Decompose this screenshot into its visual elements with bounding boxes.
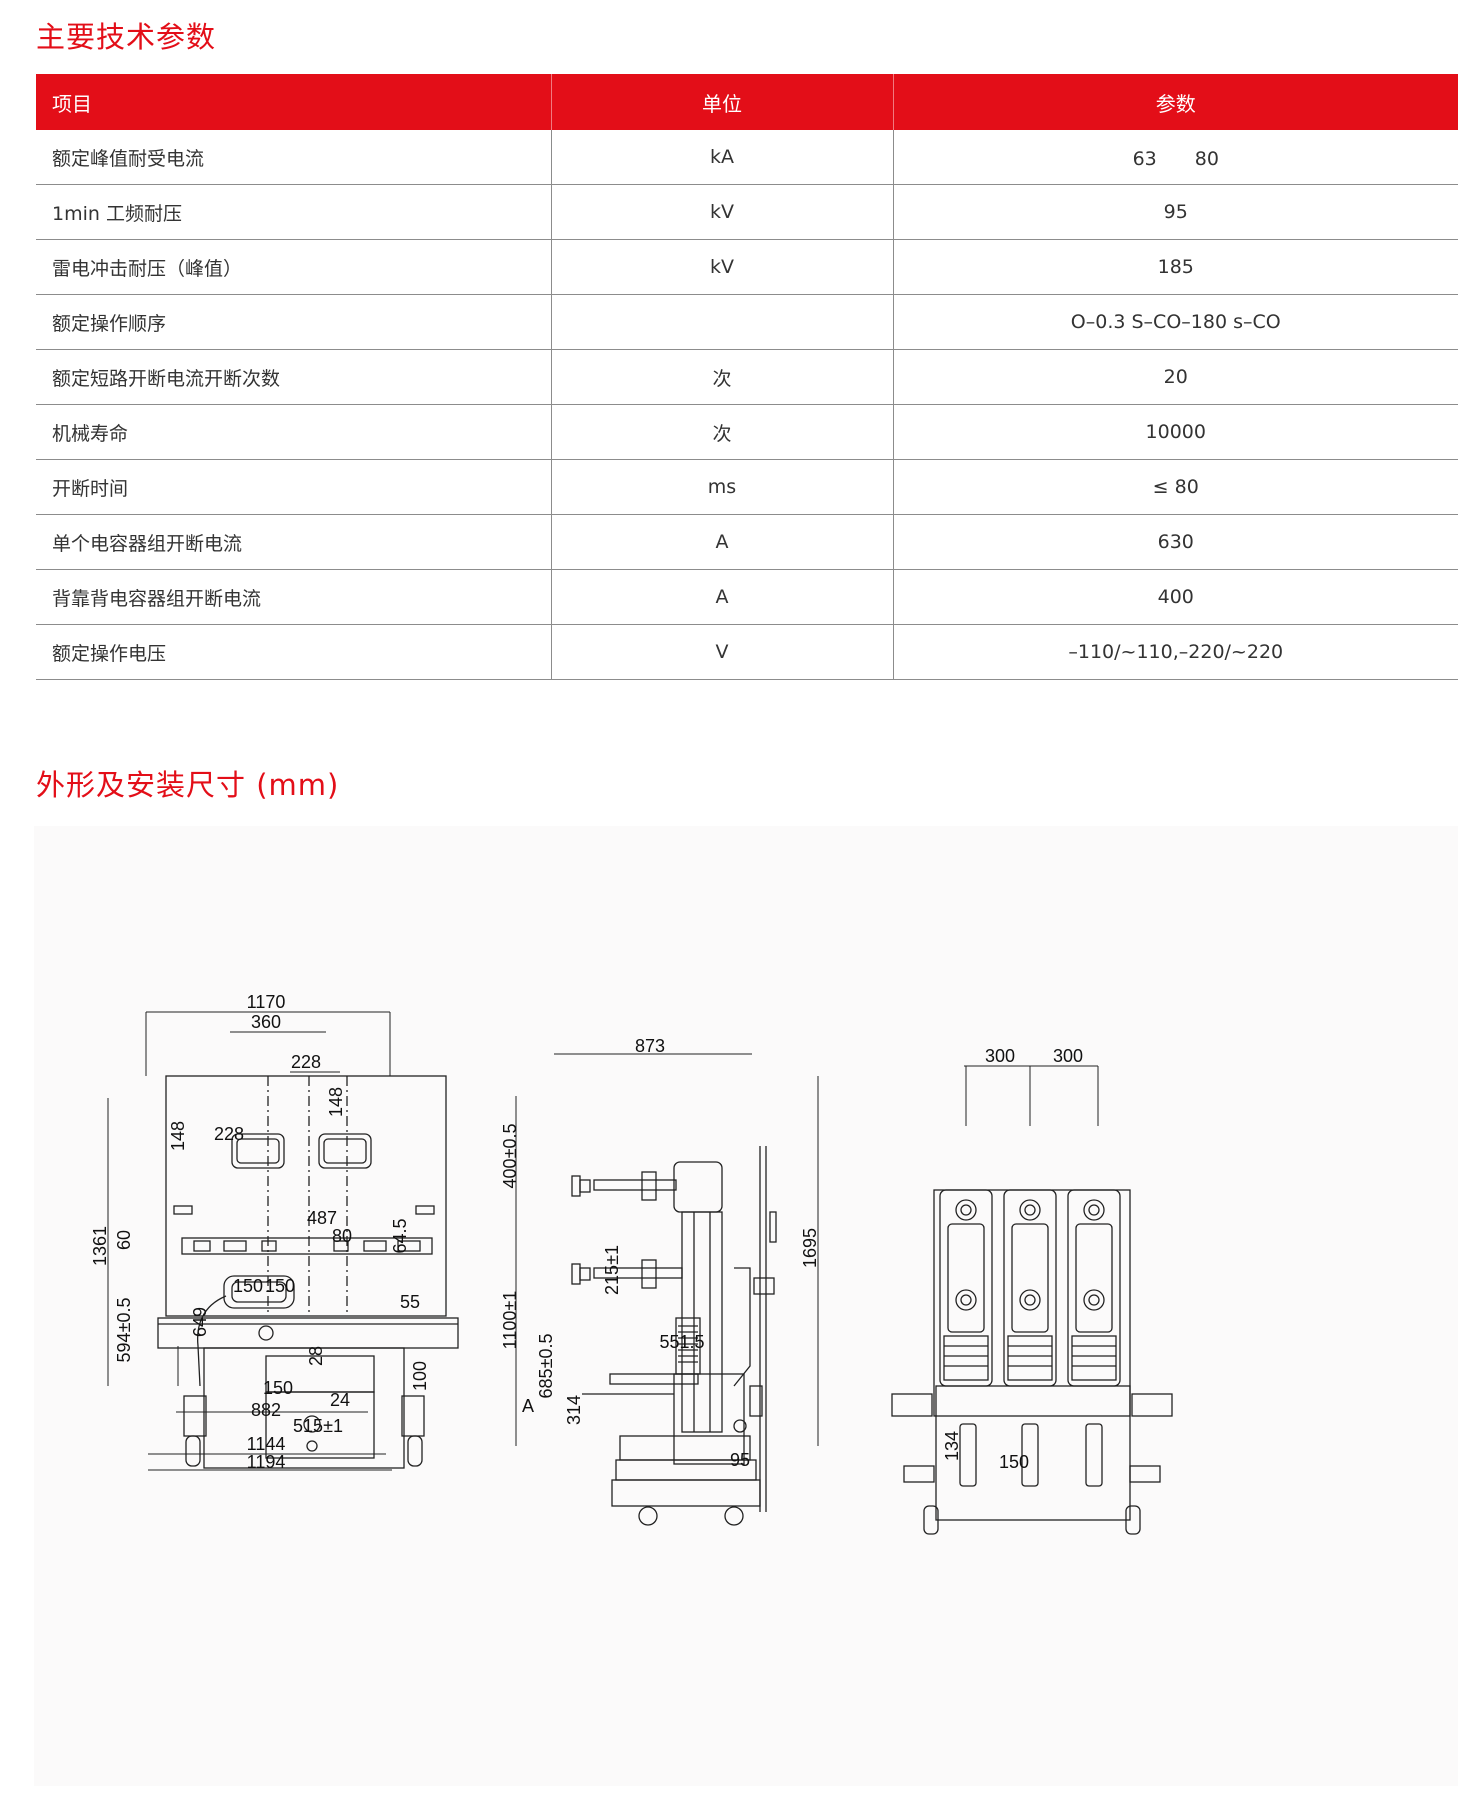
dim-150-c: 150 <box>263 1378 293 1398</box>
dim-100: 100 <box>410 1361 430 1391</box>
header-param: 参数 <box>892 74 1458 130</box>
dim-649: 649 <box>190 1307 210 1337</box>
cell-item: 额定峰值耐受电流 <box>36 130 551 185</box>
dim-215: 215±1 <box>602 1245 622 1295</box>
header-unit: 单位 <box>550 74 893 130</box>
dim-55: 55 <box>400 1292 420 1312</box>
dim-148-right: 148 <box>326 1087 346 1117</box>
dim-551-5: 551.5 <box>659 1332 704 1352</box>
dim-60: 60 <box>114 1230 134 1250</box>
cell-value: –110/~110,–220/~220 <box>892 624 1458 680</box>
cell-unit <box>550 294 893 350</box>
cell-value: 185 <box>892 239 1458 295</box>
section-title-dimensions: 外形及安装尺寸 (mm) <box>36 768 340 802</box>
dim-95: 95 <box>730 1450 750 1470</box>
dim-594: 594±0.5 <box>114 1298 134 1363</box>
dim-487: 487 <box>307 1208 337 1228</box>
cell-unit: A <box>550 569 893 625</box>
dim-label-a: A <box>522 1396 534 1416</box>
dim-882: 882 <box>251 1400 281 1420</box>
front-view <box>157 1075 459 1469</box>
dim-148-left: 148 <box>168 1121 188 1151</box>
dim-515: 515±1 <box>293 1416 343 1436</box>
side-view <box>571 1146 777 1526</box>
dim-28: 28 <box>306 1346 326 1366</box>
dim-24: 24 <box>330 1390 350 1410</box>
dim-300-right: 300 <box>1053 1046 1083 1066</box>
cell-item: 开断时间 <box>36 459 551 515</box>
cell-item: 1min 工频耐压 <box>36 184 551 240</box>
cell-value: O–0.3 S–CO–180 s–CO <box>892 294 1458 350</box>
cell-value: 630 <box>892 514 1458 570</box>
cell-item: 机械寿命 <box>36 404 551 460</box>
dim-64-5: 64.5 <box>390 1218 410 1253</box>
cell-value: 63 80 <box>892 130 1458 185</box>
cell-value: 400 <box>892 569 1458 625</box>
cell-value: 20 <box>892 349 1458 405</box>
dim-873: 873 <box>635 1036 665 1056</box>
cell-unit: kA <box>550 130 893 185</box>
cell-value: 10000 <box>892 404 1458 460</box>
cell-unit: kV <box>550 184 893 240</box>
dimension-drawing-panel: 1170 360 228 228 148 148 487 80 64.5 136… <box>34 826 1458 1786</box>
cell-unit: V <box>550 624 893 680</box>
table-row: 额定操作顺序 O–0.3 S–CO–180 s–CO <box>36 294 1458 350</box>
dim-228-low: 228 <box>214 1124 244 1144</box>
dim-150-a: 150 <box>233 1276 263 1296</box>
dim-134: 134 <box>942 1431 962 1461</box>
dim-150-b: 150 <box>265 1276 295 1296</box>
cell-value: 95 <box>892 184 1458 240</box>
cell-unit: 次 <box>550 349 893 405</box>
cell-item: 额定短路开断电流开断次数 <box>36 349 551 405</box>
table-header-row: 项目 单位 参数 <box>36 74 1458 130</box>
dim-1170: 1170 <box>247 992 286 1012</box>
cell-item: 额定操作顺序 <box>36 294 551 350</box>
cell-unit: 次 <box>550 404 893 460</box>
dim-1100: 1100±1 <box>500 1291 520 1350</box>
dim-314: 314 <box>564 1395 584 1425</box>
dim-1144: 1144 <box>247 1434 286 1454</box>
dim-400: 400±0.5 <box>500 1124 520 1189</box>
dim-80: 80 <box>332 1226 352 1246</box>
cell-unit: A <box>550 514 893 570</box>
technical-drawing: 1170 360 228 228 148 148 487 80 64.5 136… <box>90 992 1173 1535</box>
cell-unit: kV <box>550 239 893 295</box>
cell-item: 单个电容器组开断电流 <box>36 514 551 570</box>
cell-item: 雷电冲击耐压（峰值） <box>36 239 551 295</box>
dim-228-top: 228 <box>291 1052 321 1072</box>
cell-item: 背靠背电容器组开断电流 <box>36 569 551 625</box>
cell-unit: ms <box>550 459 893 515</box>
dimension-lines <box>107 1011 1099 1471</box>
cell-item: 额定操作电压 <box>36 624 551 680</box>
dim-1361: 1361 <box>90 1226 110 1266</box>
dim-1695: 1695 <box>800 1228 820 1268</box>
header-item: 项目 <box>36 74 551 130</box>
dim-150-top: 150 <box>999 1452 1029 1472</box>
dim-300-left: 300 <box>985 1046 1015 1066</box>
dim-685: 685±0.5 <box>536 1334 556 1399</box>
top-view <box>891 1189 1173 1535</box>
dim-1194: 1194 <box>247 1452 286 1472</box>
cell-value: ≤ 80 <box>892 459 1458 515</box>
section-title-parameters: 主要技术参数 <box>36 20 217 54</box>
dim-360: 360 <box>251 1012 281 1032</box>
